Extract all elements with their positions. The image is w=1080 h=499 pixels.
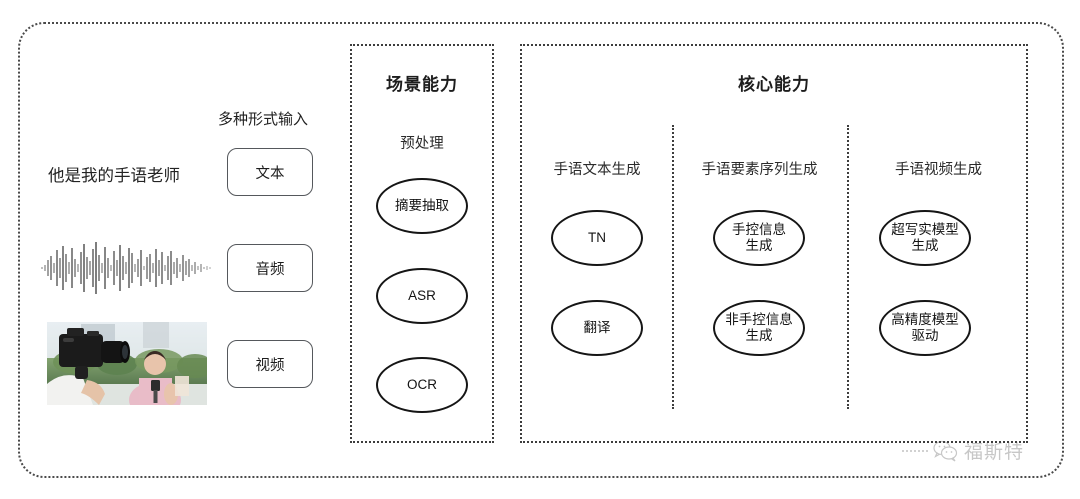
core-node-high-precision-model-driving[interactable]: 高精度模型 驱动 xyxy=(879,300,971,356)
core-node-non-manual-info-generation-label: 非手控信息 生成 xyxy=(725,312,793,343)
outer-frame xyxy=(18,22,1064,478)
core-node-translation-label: 翻译 xyxy=(583,320,611,336)
watermark-text: 福斯特 xyxy=(964,442,1025,463)
wechat-icon xyxy=(933,440,958,461)
core-node-tn[interactable]: TN xyxy=(551,210,643,266)
core-node-photorealistic-model-generation-label: 超写实模型 生成 xyxy=(891,222,959,253)
core-column-divider-2 xyxy=(847,125,849,409)
core-node-manual-info-generation-label: 手控信息 生成 xyxy=(732,222,786,253)
core-node-photorealistic-model-generation[interactable]: 超写实模型 生成 xyxy=(879,210,971,266)
scene-node-asr[interactable]: ASR xyxy=(376,268,468,324)
input-button-audio-label: 音频 xyxy=(255,261,285,278)
scene-node-ocr[interactable]: OCR xyxy=(376,357,468,413)
core-node-manual-info-generation[interactable]: 手控信息 生成 xyxy=(713,210,805,266)
scene-node-summary-extraction-label: 摘要抽取 xyxy=(395,198,449,214)
input-button-video-label: 视频 xyxy=(255,357,285,374)
core-capability-title: 核心能力 xyxy=(738,75,810,94)
input-button-audio[interactable]: 音频 xyxy=(227,244,313,292)
core-column-label-sign-text-generation: 手语文本生成 xyxy=(553,162,641,178)
scene-node-asr-label: ASR xyxy=(408,288,436,304)
input-button-video[interactable]: 视频 xyxy=(227,340,313,388)
scene-capability-title: 场景能力 xyxy=(386,75,458,94)
scene-node-ocr-label: OCR xyxy=(407,377,437,393)
input-button-text-label: 文本 xyxy=(255,165,285,182)
core-column-divider-1 xyxy=(672,125,674,409)
scene-capability-section: 场景能力 预处理 摘要抽取 ASR OCR xyxy=(350,44,494,443)
core-node-tn-label: TN xyxy=(588,230,606,246)
watermark: 福斯特 xyxy=(902,437,1024,464)
input-sentence-text: 他是我的手语老师 xyxy=(48,167,180,185)
scene-group-label-preprocess: 预处理 xyxy=(400,136,444,152)
core-node-translation[interactable]: 翻译 xyxy=(551,300,643,356)
input-section-heading: 多种形式输入 xyxy=(218,111,309,128)
watermark-dotted-line xyxy=(902,449,928,452)
core-capability-section: 核心能力 手语文本生成 TN 翻译 手语要素序列生成 手控信息 生成 非手控信息… xyxy=(520,44,1028,443)
core-node-non-manual-info-generation[interactable]: 非手控信息 生成 xyxy=(713,300,805,356)
scene-node-summary-extraction[interactable]: 摘要抽取 xyxy=(376,178,468,234)
video-thumbnail xyxy=(47,322,207,405)
input-button-text[interactable]: 文本 xyxy=(227,148,313,196)
audio-waveform xyxy=(41,242,211,294)
core-node-high-precision-model-driving-label: 高精度模型 驱动 xyxy=(891,312,959,343)
core-column-label-sign-element-sequence-generation: 手语要素序列生成 xyxy=(701,162,818,178)
core-column-label-sign-video-generation: 手语视频生成 xyxy=(895,162,982,178)
